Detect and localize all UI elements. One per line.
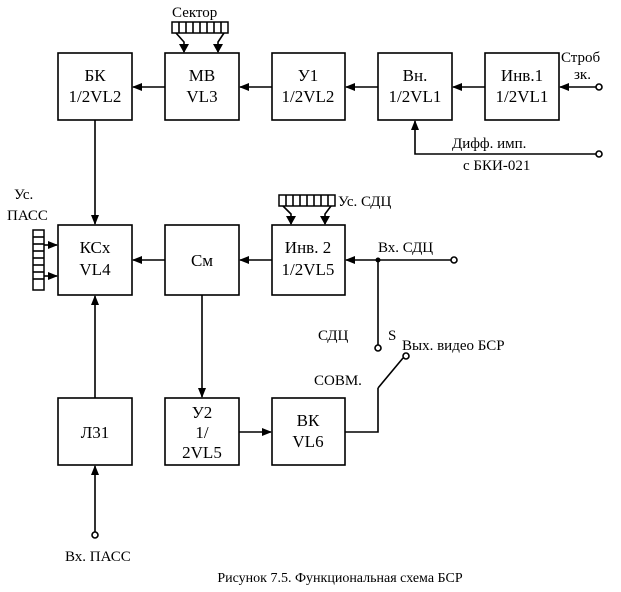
strob-terminal <box>595 83 603 91</box>
svg-text:S: S <box>388 328 396 344</box>
svg-text:1/2VL1: 1/2VL1 <box>389 87 442 106</box>
block-vn: Вн. 1/2VL1 <box>377 52 453 121</box>
block-inv2: Инв. 2 1/2VL5 <box>271 224 346 296</box>
svg-text:СДЦ: СДЦ <box>318 328 348 344</box>
video-out-terminal <box>402 352 410 360</box>
svg-text:Сектор: Сектор <box>172 5 217 21</box>
svg-text:1/2VL5: 1/2VL5 <box>282 260 335 279</box>
diff-input: Дифф. имп. с БКИ-021 <box>411 120 603 174</box>
figure-caption: Рисунок 7.5. Функциональная схема БСР <box>217 571 462 586</box>
top-row-wires <box>91 83 485 225</box>
svg-text:VL4: VL4 <box>79 260 111 279</box>
svg-text:Вых. видео БСР: Вых. видео БСР <box>402 338 505 354</box>
sektor-connector: Сектор <box>171 5 229 53</box>
svg-text:Вх. СДЦ: Вх. СДЦ <box>378 240 433 256</box>
svg-text:Инв. 2: Инв. 2 <box>285 238 331 257</box>
block-sm: См <box>164 224 240 296</box>
svg-text:У2: У2 <box>192 403 213 422</box>
output-switch: Вых. видео БСР СОВМ. <box>314 338 505 433</box>
block-ksx: КСх VL4 <box>57 224 133 296</box>
svg-text:ПАСС: ПАСС <box>7 208 48 224</box>
svg-text:ВК: ВК <box>297 411 320 430</box>
vx-sdc-terminal <box>450 256 458 264</box>
block-u2: У2 1/ 2VL5 <box>164 397 240 466</box>
svg-text:Дифф. имп.: Дифф. имп. <box>452 136 526 152</box>
svg-text:Строб: Строб <box>561 50 601 66</box>
svg-text:с БКИ-021: с БКИ-021 <box>463 158 530 174</box>
strob-input: Строб зк. <box>559 50 603 91</box>
svg-text:Ус.: Ус. <box>14 187 33 203</box>
svg-text:VL3: VL3 <box>186 87 217 106</box>
svg-text:У1: У1 <box>298 66 319 85</box>
svg-text:1/: 1/ <box>195 423 209 442</box>
block-mv: МВ VL3 <box>164 52 240 121</box>
svg-text:Ус. СДЦ: Ус. СДЦ <box>338 194 391 210</box>
middle-row-wires <box>132 256 272 398</box>
vx-sdc-input: Вх. СДЦ СДЦ S <box>318 240 458 352</box>
svg-text:зк.: зк. <box>574 67 591 83</box>
svg-text:Вх. ПАСС: Вх. ПАСС <box>65 549 131 565</box>
bottom-row-wires: Вх. ПАСС <box>65 295 272 565</box>
sdc-switch-contact <box>374 344 382 352</box>
svg-text:КСх: КСх <box>80 238 111 257</box>
us-sdc-connector: Ус. СДЦ <box>278 194 391 225</box>
svg-text:1/2VL2: 1/2VL2 <box>282 87 335 106</box>
svg-text:2VL5: 2VL5 <box>182 443 222 462</box>
block-l31: Л31 <box>57 397 133 466</box>
svg-text:Л31: Л31 <box>81 423 110 442</box>
svg-text:БК: БК <box>84 66 106 85</box>
svg-text:Инв.1: Инв.1 <box>501 66 543 85</box>
block-u1: У1 1/2VL2 <box>271 52 346 121</box>
diff-terminal <box>595 150 603 158</box>
vx-pass-terminal <box>91 531 99 539</box>
svg-text:СОВМ.: СОВМ. <box>314 373 362 389</box>
svg-text:1/2VL2: 1/2VL2 <box>69 87 122 106</box>
svg-text:VL6: VL6 <box>292 432 323 451</box>
svg-text:Вн.: Вн. <box>403 66 428 85</box>
block-vk: ВК VL6 <box>271 397 346 466</box>
svg-text:См: См <box>191 251 213 270</box>
block-inv1: Инв.1 1/2VL1 <box>484 52 560 121</box>
svg-text:1/2VL1: 1/2VL1 <box>496 87 549 106</box>
us-pass-connector: Ус. ПАСС <box>7 187 58 291</box>
block-bk: БК 1/2VL2 <box>57 52 133 121</box>
svg-text:МВ: МВ <box>189 66 215 85</box>
